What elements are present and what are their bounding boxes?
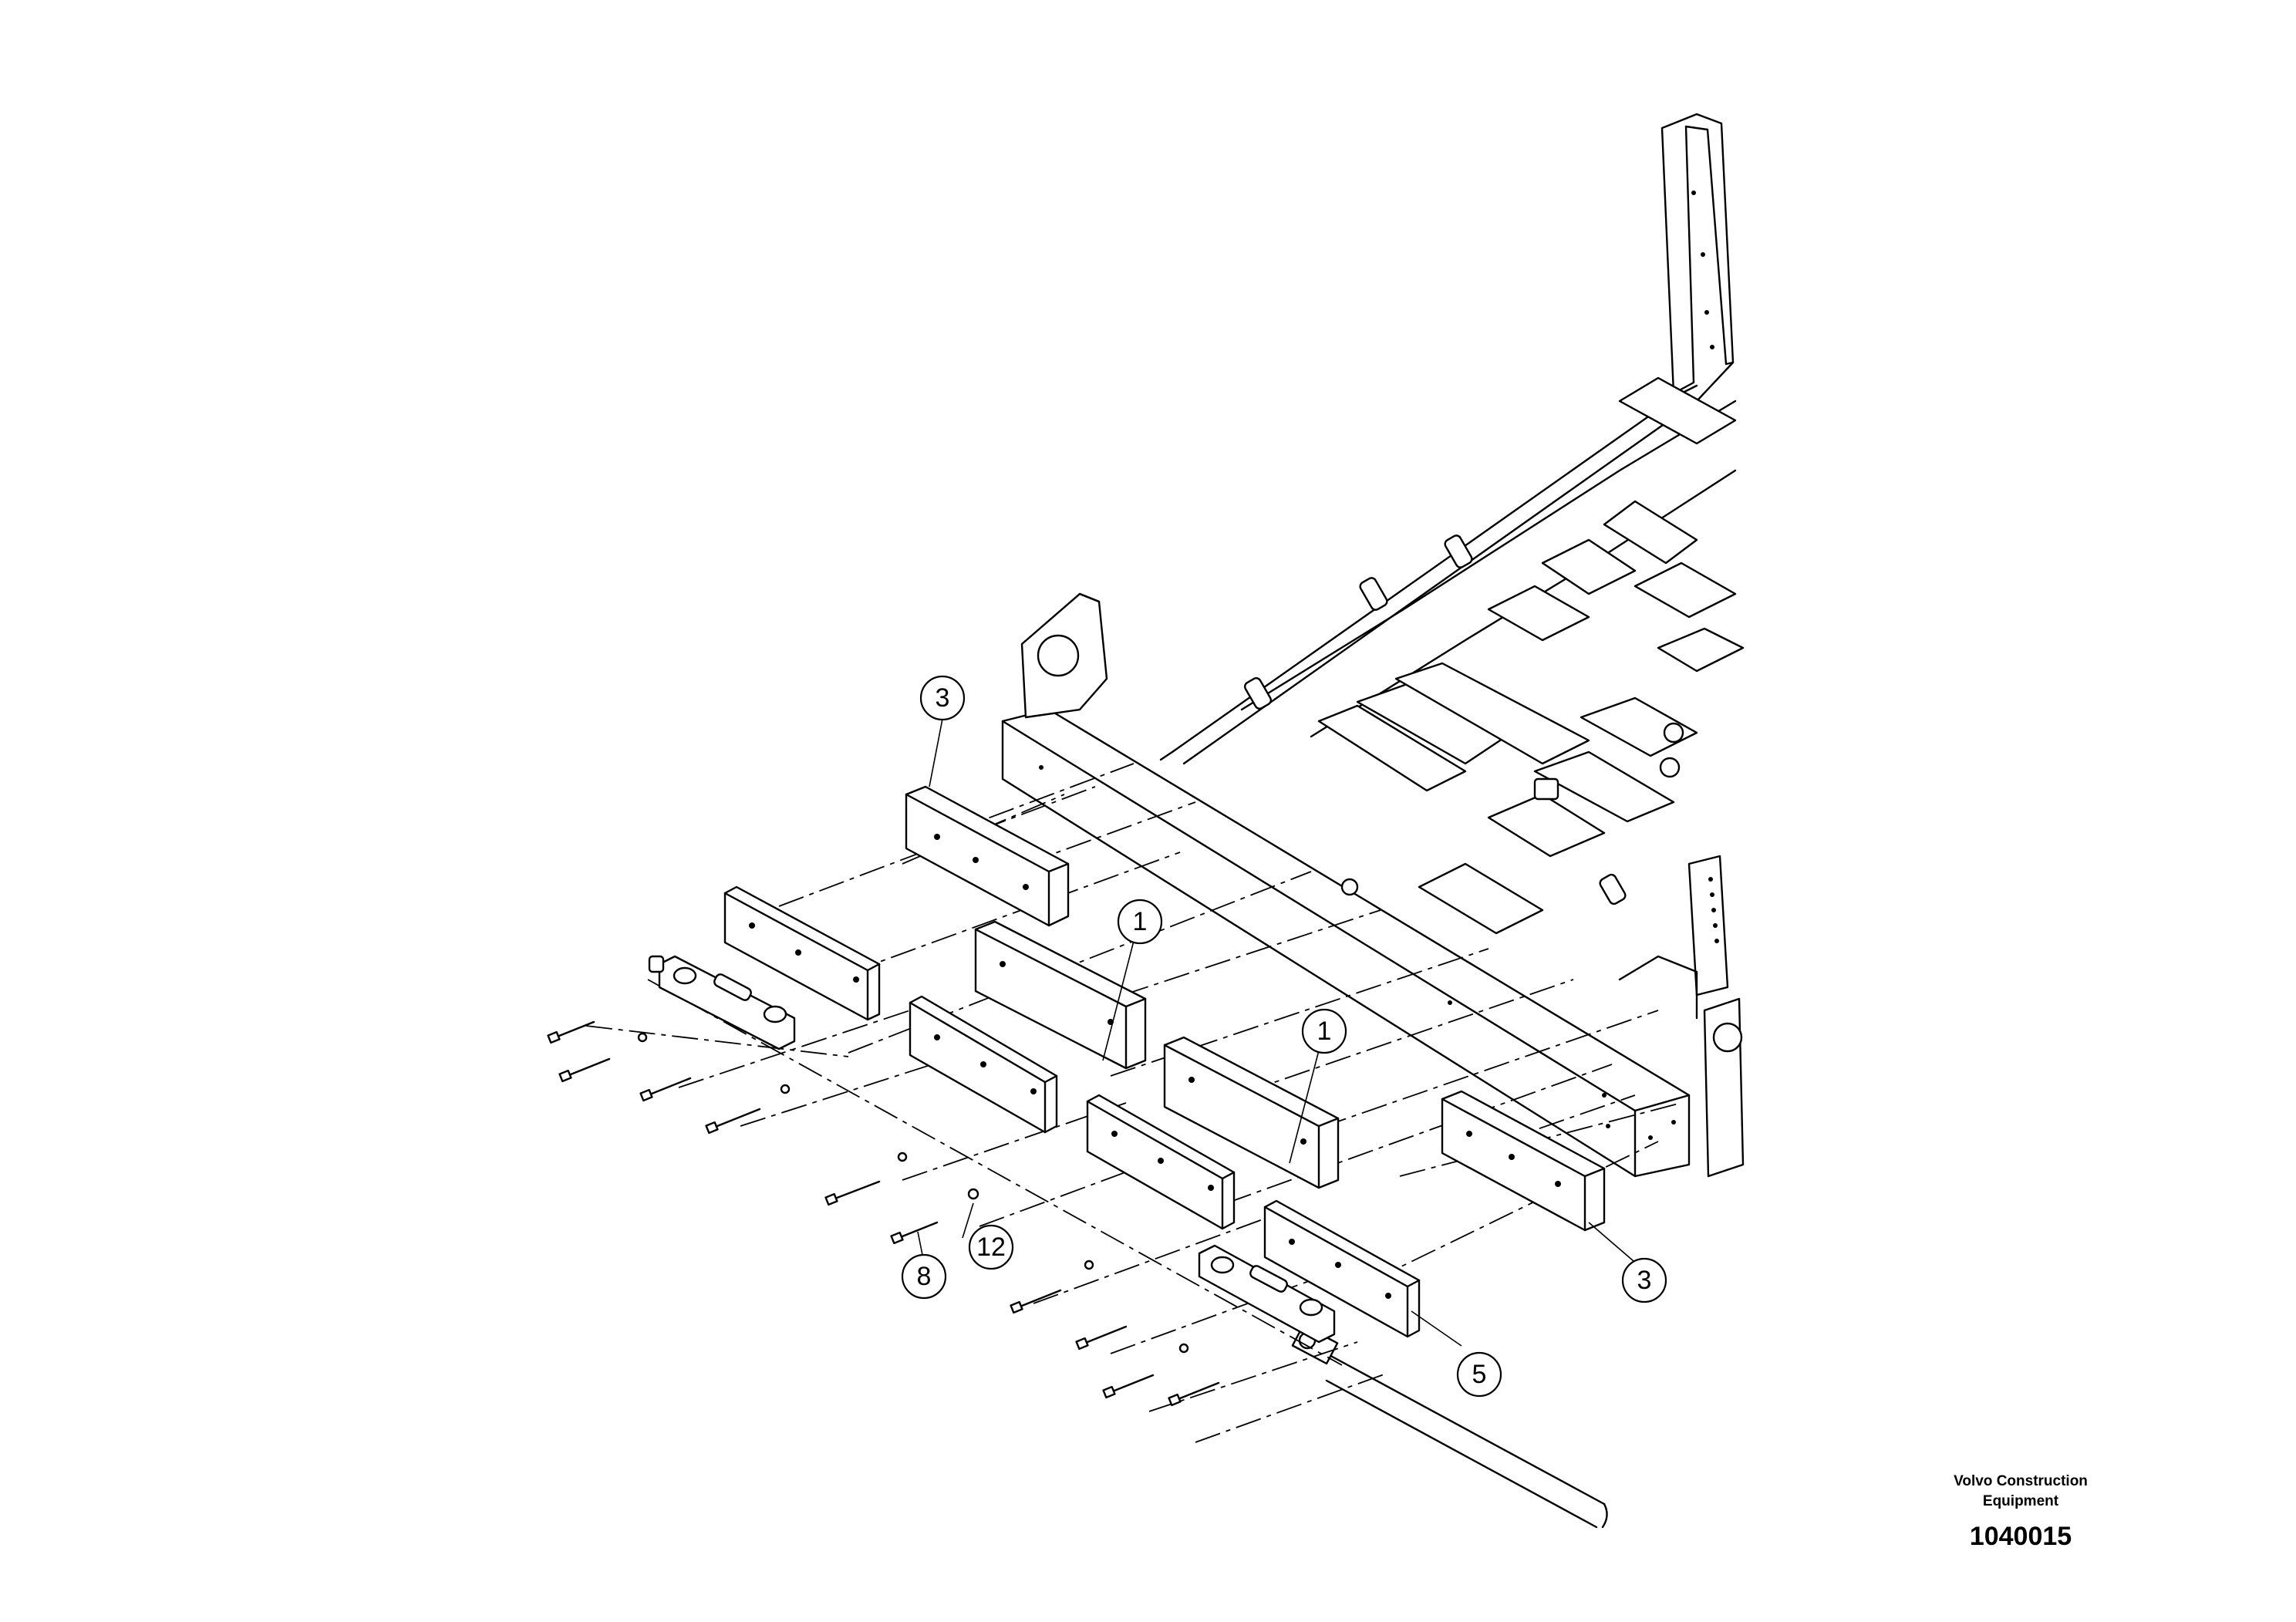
- spacer-plate-mid-left: [909, 995, 1058, 1134]
- callout-bubble: 5: [1456, 1351, 1502, 1398]
- callout-bubble: 3: [919, 675, 966, 721]
- washer: [637, 1032, 648, 1043]
- title-block: Volvo Construction Equipment 1040015: [1905, 1472, 2136, 1553]
- washer-12: [967, 1188, 979, 1200]
- callout-bubble: 3: [1621, 1257, 1667, 1303]
- bolt: [558, 1057, 611, 1083]
- callout-label: 12: [976, 1233, 1006, 1262]
- company-name-line2: Equipment: [1982, 1493, 2059, 1509]
- callout-label: 5: [1472, 1360, 1487, 1389]
- bolt-8: [890, 1221, 939, 1245]
- spacer-plate-mid-right: [1086, 1094, 1236, 1230]
- callout-label: 1: [1317, 1017, 1332, 1046]
- callout-leaders: [917, 718, 1634, 1347]
- bolt-set: [547, 1020, 1220, 1407]
- callout-label: 8: [917, 1262, 932, 1291]
- bolt: [1102, 1374, 1155, 1399]
- bolt: [547, 1020, 595, 1044]
- drawing-number: 1040015: [1969, 1522, 2072, 1551]
- bolt: [824, 1180, 881, 1206]
- callout-label: 3: [936, 683, 950, 713]
- callout-bubble: 8: [901, 1253, 947, 1300]
- company-name-line1: Volvo Construction: [1954, 1473, 2088, 1489]
- washer: [780, 1084, 791, 1094]
- callout-label: 3: [1637, 1266, 1652, 1295]
- shim-plate-3-lower: [1441, 1090, 1606, 1232]
- wear-strip-upper-left: [648, 955, 796, 1050]
- shim-plate-1-left: [974, 920, 1147, 1070]
- vertical-plate: [1660, 113, 1735, 403]
- spacer-plate-upper-left: [723, 885, 881, 1021]
- washer: [897, 1152, 908, 1162]
- washer: [1084, 1259, 1094, 1270]
- bolt: [705, 1108, 761, 1135]
- frame-assembly: [1159, 376, 1745, 1178]
- callout-bubble: 1: [1301, 1008, 1347, 1054]
- bolt: [1168, 1381, 1220, 1407]
- callout-bubble: 1: [1117, 899, 1163, 945]
- bolt: [1010, 1289, 1062, 1314]
- lower-rail: [1291, 1324, 1608, 1529]
- bolt: [639, 1077, 692, 1102]
- shim-plate-1-right: [1163, 1036, 1340, 1189]
- spacer-plate-5: [1263, 1199, 1421, 1338]
- wear-strip-lower: [1198, 1244, 1336, 1344]
- callout-label: 1: [1133, 907, 1148, 936]
- callout-bubble: 12: [968, 1224, 1014, 1270]
- washer: [1178, 1343, 1189, 1354]
- bolt: [1075, 1325, 1128, 1351]
- shim-plate-3-upper: [905, 785, 1070, 927]
- main-beam: [1001, 592, 1691, 1178]
